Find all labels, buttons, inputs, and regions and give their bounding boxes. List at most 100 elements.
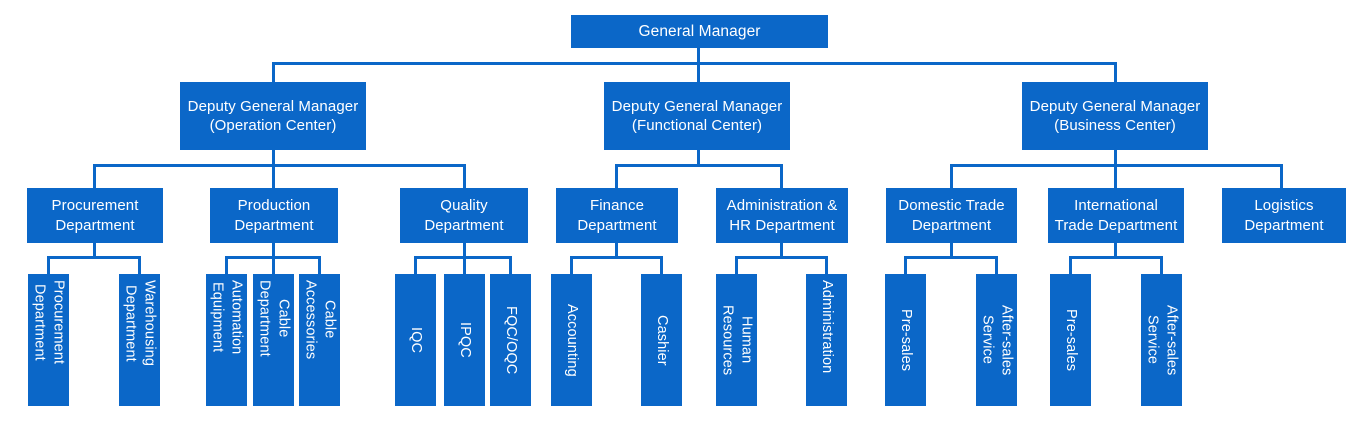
node-accounting[interactable]: Accounting xyxy=(551,274,592,406)
node-finance-department[interactable]: Finance Department xyxy=(556,188,678,243)
node-label: Deputy General Manager (Operation Center… xyxy=(187,97,359,134)
node-procurement-department[interactable]: Procurement Department xyxy=(27,188,163,243)
connector-drop-prod xyxy=(272,164,275,188)
connector-drop-intl-1 xyxy=(1069,256,1072,274)
node-label: Finance Department xyxy=(577,197,657,234)
node-label: Production Department xyxy=(234,197,314,234)
node-label: Logistics Department xyxy=(1244,197,1324,234)
node-automation-equipment[interactable]: Automation Equipment xyxy=(206,274,247,406)
node-general-manager[interactable]: General Manager xyxy=(571,15,828,48)
node-administration-hr-department[interactable]: Administration & HR Department xyxy=(716,188,848,243)
connector-drop-dgm-op xyxy=(272,62,275,82)
node-label: Pre-sales xyxy=(1062,308,1079,372)
node-label: Pre-sales xyxy=(897,308,914,372)
node-label: Cable Department xyxy=(256,280,292,357)
node-label: Automation Equipment xyxy=(209,280,245,355)
node-label: Deputy General Manager (Business Center) xyxy=(1029,97,1201,134)
node-label: Administration & HR Department xyxy=(726,197,838,234)
node-cashier[interactable]: Cashier xyxy=(641,274,682,406)
node-label: Quality Department xyxy=(424,197,504,234)
connector-drop-qual-1 xyxy=(414,256,417,274)
node-production-department[interactable]: Production Department xyxy=(210,188,338,243)
connector-gm-stem xyxy=(697,48,700,62)
connector-stem-prod xyxy=(272,243,275,259)
connector-drop-fin-1 xyxy=(570,256,573,274)
connector-drop-fin xyxy=(615,164,618,188)
connector-drop-qual-2 xyxy=(463,256,466,274)
connector-bus-fin xyxy=(570,256,663,259)
connector-drop-dgm-bz xyxy=(1114,62,1117,82)
node-domestic-pre-sales[interactable]: Pre-sales xyxy=(885,274,926,406)
node-label: Human Resources xyxy=(719,304,755,376)
node-international-pre-sales[interactable]: Pre-sales xyxy=(1050,274,1091,406)
node-domestic-trade-department[interactable]: Domestic Trade Department xyxy=(886,188,1017,243)
node-label: Deputy General Manager (Functional Cente… xyxy=(611,97,783,134)
connector-drop-adm xyxy=(780,164,783,188)
node-label: IQC xyxy=(407,326,424,354)
node-administration[interactable]: Administration xyxy=(806,274,847,406)
connector-drop-adm-1 xyxy=(735,256,738,274)
node-label: Accounting xyxy=(563,303,580,377)
node-label: FQC/OQC xyxy=(502,305,519,375)
node-deputy-general-manager-business-center[interactable]: Deputy General Manager (Business Center) xyxy=(1022,82,1208,150)
node-label: Domestic Trade Department xyxy=(898,197,1005,234)
node-cable-accessories[interactable]: Cable Accessories xyxy=(299,274,340,406)
connector-drop-proc xyxy=(93,164,96,188)
node-international-trade-department[interactable]: International Trade Department xyxy=(1048,188,1184,243)
connector-bus-proc xyxy=(47,256,141,259)
connector-drop-dom xyxy=(950,164,953,188)
node-fqc-oqc[interactable]: FQC/OQC xyxy=(490,274,531,406)
node-label: Warehousing Department xyxy=(122,280,158,366)
connector-bus-dom xyxy=(904,256,998,259)
connector-stem-qual xyxy=(463,243,466,259)
connector-drop-intl xyxy=(1114,164,1117,188)
node-quality-department[interactable]: Quality Department xyxy=(400,188,528,243)
connector-bus-adm xyxy=(735,256,828,259)
connector-drop-logi xyxy=(1280,164,1283,188)
node-label: Procurement Department xyxy=(51,197,139,234)
connector-stem-dgm-bz xyxy=(1114,149,1117,167)
connector-bus-dgm-fn xyxy=(615,164,783,167)
node-warehousing-department[interactable]: Warehousing Department xyxy=(119,274,160,406)
connector-stem-dgm-fn xyxy=(697,149,700,167)
node-deputy-general-manager-operation-center[interactable]: Deputy General Manager (Operation Center… xyxy=(180,82,366,150)
connector-drop-fin-2 xyxy=(660,256,663,274)
node-logistics-department[interactable]: Logistics Department xyxy=(1222,188,1346,243)
connector-drop-qual xyxy=(463,164,466,188)
connector-drop-dgm-fn xyxy=(697,62,700,82)
connector-bus-dgm-op xyxy=(93,164,466,167)
node-human-resources[interactable]: Human Resources xyxy=(716,274,757,406)
node-label: Procurement Department xyxy=(31,280,67,365)
connector-drop-proc-1 xyxy=(47,256,50,274)
connector-stem-adm xyxy=(780,243,783,259)
node-international-after-sales-service[interactable]: After-sales Service xyxy=(1141,274,1182,406)
node-label: Cashier xyxy=(653,314,670,366)
connector-drop-qual-3 xyxy=(509,256,512,274)
connector-drop-prod-2 xyxy=(272,256,275,274)
node-label: IPQC xyxy=(456,322,473,358)
node-label: Cable Accessories xyxy=(302,280,338,360)
node-label: After-sales Service xyxy=(1144,304,1180,376)
node-domestic-after-sales-service[interactable]: After-sales Service xyxy=(976,274,1017,406)
connector-drop-dom-2 xyxy=(995,256,998,274)
connector-drop-intl-2 xyxy=(1160,256,1163,274)
connector-bus-intl xyxy=(1069,256,1163,259)
connector-level1-bus xyxy=(272,62,1117,65)
connector-drop-prod-3 xyxy=(318,256,321,274)
connector-drop-adm-2 xyxy=(825,256,828,274)
connector-drop-prod-1 xyxy=(225,256,228,274)
connector-drop-dom-1 xyxy=(904,256,907,274)
connector-stem-fin xyxy=(615,243,618,259)
connector-drop-proc-2 xyxy=(138,256,141,274)
node-cable-department[interactable]: Cable Department xyxy=(253,274,294,406)
node-ipqc[interactable]: IPQC xyxy=(444,274,485,406)
node-deputy-general-manager-functional-center[interactable]: Deputy General Manager (Functional Cente… xyxy=(604,82,790,150)
node-label: After-sales Service xyxy=(979,304,1015,376)
connector-stem-intl xyxy=(1114,243,1117,259)
node-iqc[interactable]: IQC xyxy=(395,274,436,406)
connector-stem-dom xyxy=(950,243,953,259)
node-label: International Trade Department xyxy=(1054,197,1178,234)
connector-stem-dgm-op xyxy=(272,149,275,167)
node-procurement-department-sub[interactable]: Procurement Department xyxy=(28,274,69,406)
